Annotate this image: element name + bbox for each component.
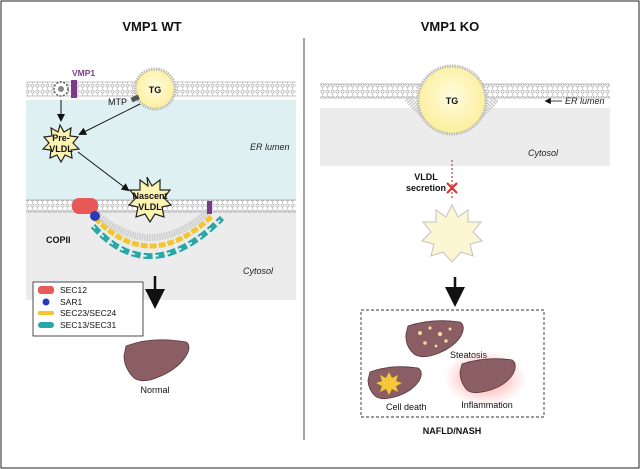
- legend-label-sec23: SEC23/SEC24: [60, 308, 116, 318]
- er-lumen-label-ko: ER lumen: [565, 96, 605, 106]
- normal-liver-icon: [123, 339, 190, 382]
- nafld-nash-label: NAFLD/NASH: [423, 426, 482, 436]
- secretion-label: secretion: [406, 183, 446, 193]
- arrow-prevldl-to-nascent: [77, 151, 130, 192]
- tg-droplet-ko: [416, 64, 488, 136]
- legend-swatch-sec23: [38, 311, 54, 315]
- mtp-protein: [130, 94, 140, 103]
- legend-swatch-sec12: [38, 286, 54, 294]
- vmp1-protein-bud: [207, 201, 212, 214]
- nascent-vldl-particle: [127, 176, 173, 224]
- mtp-label: MTP: [108, 97, 127, 107]
- copii-bud-membrane: [89, 207, 213, 241]
- legend-label-sar1: SAR1: [60, 297, 82, 307]
- right-panel: VMP1 KO TG ER lumen Cytosol VLDL secreti…: [320, 19, 610, 436]
- disease-outcome-box: [360, 309, 545, 418]
- legend: SEC12 SAR1 SEC23/SEC24 SEC13/SEC31: [32, 281, 144, 337]
- copii-label: COPII: [46, 235, 71, 245]
- cytosol-label: Cytosol: [243, 266, 274, 276]
- legend-label-sec12: SEC12: [60, 285, 87, 295]
- fat-droplets: [418, 326, 452, 348]
- pre-vldl-particle: [41, 123, 81, 164]
- tg-droplet: [133, 67, 177, 111]
- inflammation-liver-icon: [459, 358, 516, 394]
- vmp1-label: VMP1: [72, 68, 95, 78]
- cell-death-burst-icon: [376, 372, 402, 395]
- cytosol-label-ko: Cytosol: [528, 148, 559, 158]
- sec23-sec24-coat: [93, 214, 214, 249]
- right-title: VMP1 KO: [421, 19, 480, 34]
- inflammation-label: Inflammation: [461, 400, 513, 410]
- pre-vldl-label-2: VLDL: [49, 144, 73, 154]
- sec12-protein: [72, 198, 98, 214]
- er-lumen-label: ER lumen: [250, 142, 290, 152]
- sar1-protein: [90, 211, 100, 221]
- sec13-sec31-coat: [90, 215, 225, 260]
- nascent-vldl-label-2: VLDL: [138, 202, 162, 212]
- nascent-vldl-label-1: Nascent: [132, 191, 167, 201]
- legend-label-sec13: SEC13/SEC31: [60, 320, 116, 330]
- tg-label: TG: [149, 85, 162, 95]
- mtp-sprocket-icon: [53, 81, 69, 97]
- vldl-label: VLDL: [414, 172, 438, 182]
- tg-label-ko: TG: [446, 96, 459, 106]
- cell-death-label: Cell death: [386, 402, 427, 412]
- left-title: VMP1 WT: [122, 19, 181, 34]
- left-panel: VMP1 WT VMP1 TG MTP Pre- VLDL: [26, 19, 296, 395]
- pre-vldl-label-1: Pre-: [52, 133, 70, 143]
- legend-swatch-sec13: [38, 322, 54, 328]
- vmp1-protein: [71, 80, 77, 98]
- faded-vldl-particle: [421, 203, 483, 263]
- blocked-x-icon: [446, 182, 458, 194]
- normal-label: Normal: [140, 385, 169, 395]
- legend-swatch-sar1: [42, 298, 50, 306]
- arrow-tg-to-prevldl: [78, 103, 141, 135]
